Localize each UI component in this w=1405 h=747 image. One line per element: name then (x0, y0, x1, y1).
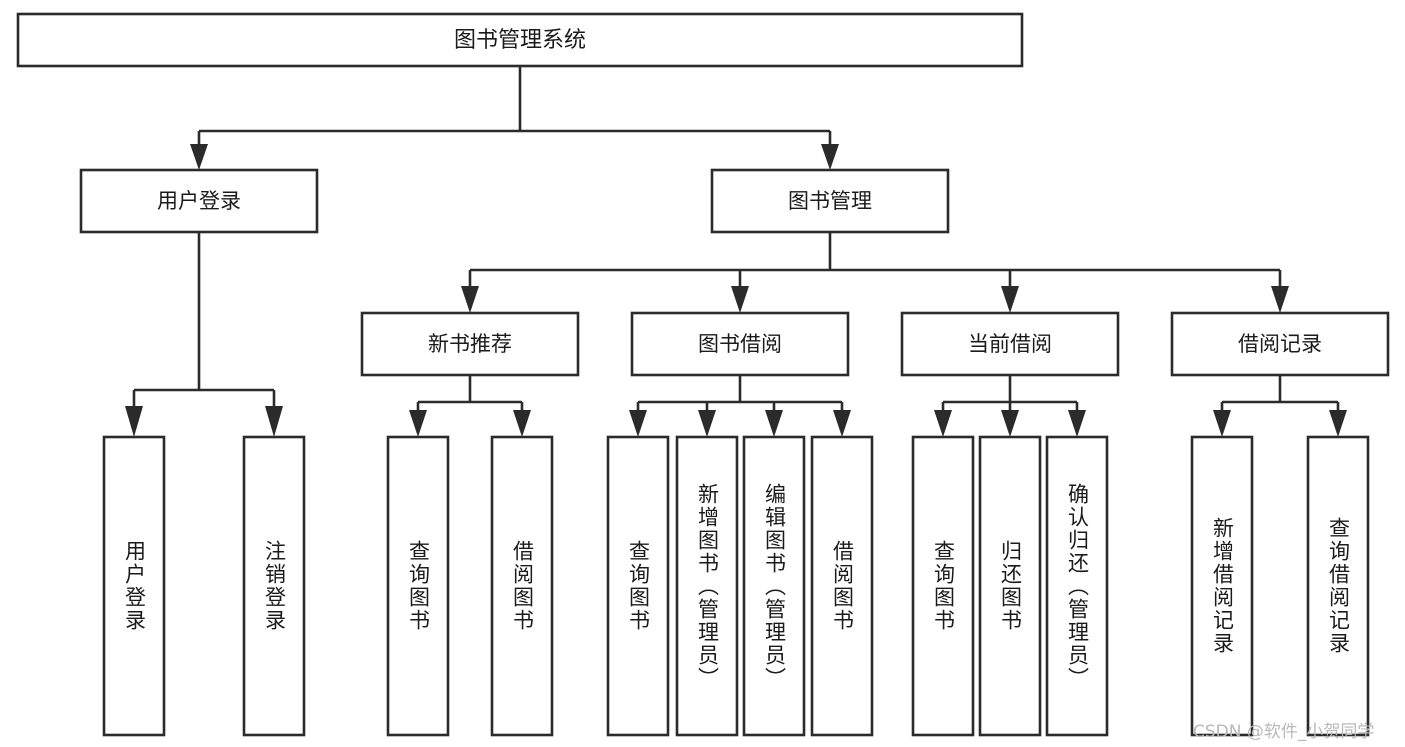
node-box-leaf-borrow-book-1[interactable] (490, 435, 554, 737)
node-box-leaf-borrow-book-2[interactable] (810, 435, 874, 737)
arrow-head-borrow-leaf-1 (629, 410, 647, 437)
arrow-head-record-leaf-1 (1213, 410, 1231, 437)
node-box-current-borrow[interactable] (900, 311, 1120, 377)
node-box-leaf-query-book-3[interactable] (911, 435, 975, 737)
node-box-book-borrow[interactable] (630, 311, 850, 377)
arrow-head-current-leaf-2 (1001, 410, 1019, 437)
node-box-leaf-user-login[interactable] (102, 435, 166, 737)
node-box-leaf-add-book[interactable] (675, 435, 739, 737)
node-box-leaf-query-book-2[interactable] (606, 435, 670, 737)
arrow-head-current (1001, 286, 1019, 313)
arrow-head-borrow (731, 286, 749, 313)
arrow-head-leaf-logout (265, 406, 283, 437)
node-box-user-login[interactable] (79, 168, 319, 234)
arrow-head-borrow-leaf-4 (833, 410, 851, 437)
node-box-book-manage[interactable] (710, 168, 950, 234)
node-box-leaf-return-book[interactable] (978, 435, 1042, 737)
arrow-head-borrow-leaf-3 (765, 410, 783, 437)
node-label-borrow-record: 借阅记录 (1238, 332, 1322, 356)
arrow-head-borrow-leaf-2 (698, 410, 716, 437)
arrow-head-user-login (190, 144, 208, 170)
node-label-book-borrow: 图书借阅 (698, 332, 782, 356)
node-box-root[interactable] (16, 12, 1024, 68)
node-box-leaf-edit-book[interactable] (742, 435, 806, 737)
arrow-head-newbook-leaf-2 (513, 410, 531, 437)
node-layer: 图书管理系统 用户登录 图书管理 新书推荐 图书借阅 当前借阅 借阅记录 (16, 12, 1390, 737)
node-box-new-book-recommend[interactable] (360, 311, 580, 377)
arrow-head-record (1271, 286, 1289, 313)
node-box-leaf-confirm-return[interactable] (1045, 435, 1109, 737)
node-label-user-login: 用户登录 (157, 189, 241, 213)
node-label-root: 图书管理系统 (454, 28, 586, 53)
node-label-book-manage: 图书管理 (788, 189, 872, 213)
arrow-head-leaf-user-login (125, 406, 143, 437)
node-box-leaf-add-record[interactable] (1190, 435, 1254, 737)
arrow-head-newbook (461, 286, 479, 313)
node-box-leaf-logout[interactable] (242, 435, 306, 737)
arrow-head-newbook-leaf-1 (409, 410, 427, 437)
node-label-current-borrow: 当前借阅 (968, 332, 1052, 356)
arrow-head-current-leaf-3 (1068, 410, 1086, 437)
node-box-leaf-query-book-1[interactable] (386, 435, 450, 737)
arrow-head-current-leaf-1 (934, 410, 952, 437)
node-label-new-book-recommend: 新书推荐 (428, 332, 512, 356)
node-box-leaf-query-record[interactable] (1306, 435, 1370, 737)
arrow-head-book-manage (821, 144, 839, 170)
arrow-head-record-leaf-2 (1329, 410, 1347, 437)
connector-layer (125, 66, 1347, 437)
node-box-borrow-record[interactable] (1170, 311, 1390, 377)
csdn-watermark: CSDN @软件_小贺同学 (1193, 722, 1375, 742)
